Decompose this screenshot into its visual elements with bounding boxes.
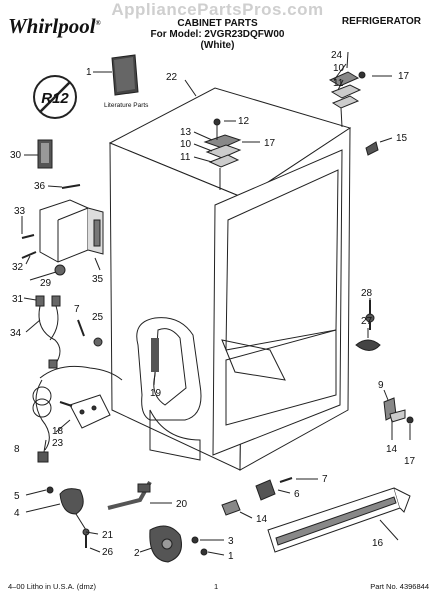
relay-30 xyxy=(37,139,53,169)
callout-1: 1 xyxy=(86,67,92,78)
callout-31: 31 xyxy=(12,294,24,305)
insulation-tube xyxy=(151,338,159,372)
r12-text: R12 xyxy=(41,90,69,107)
watermark: AppliancePartsPros.com xyxy=(111,0,324,19)
color-line: (White) xyxy=(200,40,235,51)
callout-17c: 17 xyxy=(404,456,416,467)
callout-14a: 14 xyxy=(386,444,398,455)
callout-11b: 11 xyxy=(333,78,344,89)
callout-10a: 10 xyxy=(180,139,192,150)
callout-22: 22 xyxy=(166,72,178,83)
toe-grille xyxy=(267,487,411,553)
callout-1b: 1 xyxy=(228,551,234,562)
callout-17a: 17 xyxy=(398,71,410,82)
callout-36: 36 xyxy=(34,181,46,192)
bottom-hinge-center xyxy=(221,477,293,516)
callout-15: 15 xyxy=(396,133,408,144)
callout-18: 18 xyxy=(52,426,64,437)
literature-label: Literature Parts xyxy=(104,102,149,109)
callout-17b: 17 xyxy=(264,138,276,149)
callout-30: 30 xyxy=(10,150,22,161)
callout-14b: 14 xyxy=(256,514,268,525)
wire-harness xyxy=(35,295,61,369)
bottom-hinge-right xyxy=(383,397,414,424)
callout-9: 9 xyxy=(378,380,384,391)
cabinet-body xyxy=(108,87,352,471)
dispenser-motor xyxy=(149,525,208,563)
water-valve xyxy=(46,486,90,548)
callout-11a: 11 xyxy=(180,152,191,163)
callout-6: 6 xyxy=(294,489,300,500)
cord-bracket xyxy=(59,394,111,429)
callout-23: 23 xyxy=(52,438,64,449)
whirlpool-logo: Whirlpool® xyxy=(8,14,101,39)
registered-mark: ® xyxy=(95,19,101,27)
top-hinge-left xyxy=(203,118,242,190)
footer-part-no: Part No. 4396844 xyxy=(370,582,429,591)
callout-29: 29 xyxy=(40,278,52,289)
brand-name: Whirlpool xyxy=(8,14,96,38)
callout-24: 24 xyxy=(331,50,343,61)
callout-8: 8 xyxy=(14,444,20,455)
callout-10b: 10 xyxy=(333,63,345,74)
callout-26: 26 xyxy=(102,547,114,558)
callout-4: 4 xyxy=(14,508,20,519)
callout-19: 19 xyxy=(150,388,162,399)
diagram-title: CABINET PARTS xyxy=(177,18,258,29)
callout-2: 2 xyxy=(134,548,140,559)
callout-35: 35 xyxy=(92,274,104,285)
r12-badge xyxy=(33,75,77,119)
callout-12: 12 xyxy=(238,116,250,127)
top-hinge-right xyxy=(328,71,366,128)
callout-33: 33 xyxy=(14,206,26,217)
callout-5: 5 xyxy=(14,491,20,502)
callout-25: 25 xyxy=(92,312,104,323)
callout-20: 20 xyxy=(176,499,188,510)
callout-7a: 7 xyxy=(74,304,80,315)
callout-16: 16 xyxy=(372,538,384,549)
drain-part xyxy=(365,141,379,156)
callout-3: 3 xyxy=(228,536,234,547)
callout-7b: 7 xyxy=(322,474,328,485)
callout-27: 27 xyxy=(361,316,373,327)
model-line: For Model: 2VGR23DQFW00 xyxy=(150,29,285,40)
callout-34: 34 xyxy=(10,328,22,339)
callout-13: 13 xyxy=(180,127,192,138)
callout-32: 32 xyxy=(12,262,24,273)
footer-page: 1 xyxy=(214,582,219,591)
footer-litho: 4–00 Litho in U.S.A. (dmz) xyxy=(8,582,96,591)
literature-booklet xyxy=(111,54,139,96)
callout-21: 21 xyxy=(102,530,114,541)
power-cord xyxy=(32,365,123,463)
callout-28: 28 xyxy=(361,288,373,299)
control-box xyxy=(39,199,104,263)
category-label: REFRIGERATOR xyxy=(341,16,421,27)
